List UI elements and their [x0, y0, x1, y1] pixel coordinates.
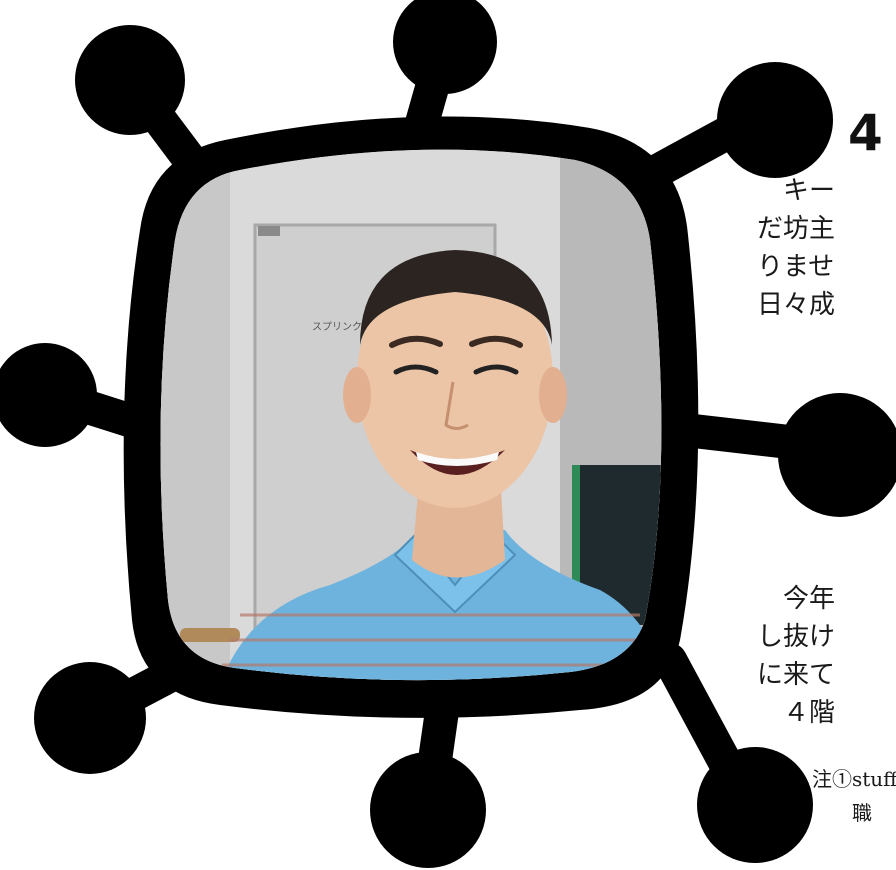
section-number: 4 — [848, 104, 883, 162]
paragraph-1: キー だ坊主 りませ 日々成 — [757, 172, 835, 324]
footnotes: 注①stuff 職 — [812, 762, 896, 830]
door-sign-text: スプリンク — [312, 321, 362, 333]
paragraph-1-line: キー — [783, 176, 836, 206]
footnote-line: 注①stuff — [812, 767, 896, 791]
paragraph-2-line: 今年 — [783, 584, 836, 614]
paragraph-2-line: ４階 — [783, 698, 836, 728]
paragraph-1-line: だ坊主 — [757, 214, 836, 244]
paragraph-2-line: に来て — [757, 660, 836, 690]
paragraph-1-line: りませ — [757, 252, 835, 282]
paragraph-2: 今年 し抜け に来て ４階 — [757, 580, 835, 732]
portrait-photo: スプリンク — [160, 149, 662, 681]
paragraph-1-line: 日々成 — [757, 290, 836, 320]
footnote-line: 職 — [852, 801, 872, 825]
paragraph-2-line: し抜け — [757, 622, 836, 652]
